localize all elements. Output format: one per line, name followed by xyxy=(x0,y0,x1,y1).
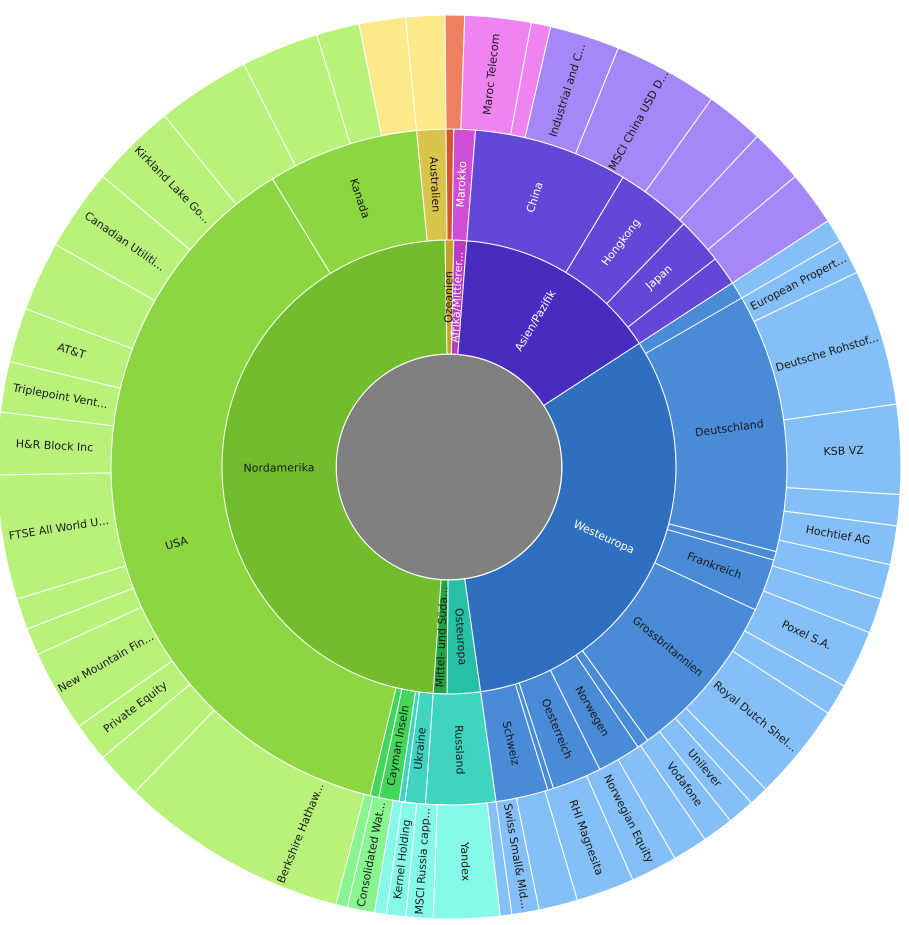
region-label-ozeanien: Ozeanien xyxy=(442,271,455,323)
region-label-afrika-mittlerer: Afrika/Mittlerer... xyxy=(448,251,466,343)
holding-label-h-r-block-inc: H&R Block Inc xyxy=(15,437,93,454)
country-label-russland: Russland xyxy=(452,725,467,775)
holding-label-yandex: Yandex xyxy=(458,841,473,882)
region-label-nordamerika: Nordamerika xyxy=(243,461,314,475)
country-label-australien: Australien xyxy=(427,156,443,212)
country-label-marokko: Marokko xyxy=(454,161,469,208)
region-label-osteuropa: Osteuropa xyxy=(452,608,469,666)
country-label-ukraine: Ukraine xyxy=(412,727,429,771)
country-label-usa: USA xyxy=(164,534,190,553)
holding-segment-unlabeled-51[interactable] xyxy=(335,793,374,909)
segments-layer xyxy=(0,14,902,920)
center-circle xyxy=(335,353,563,581)
holding-label-ksb-vz: KSB VZ xyxy=(823,444,864,459)
region-label-mittel-und-s-da: Mittel- und Süda... xyxy=(433,586,450,687)
